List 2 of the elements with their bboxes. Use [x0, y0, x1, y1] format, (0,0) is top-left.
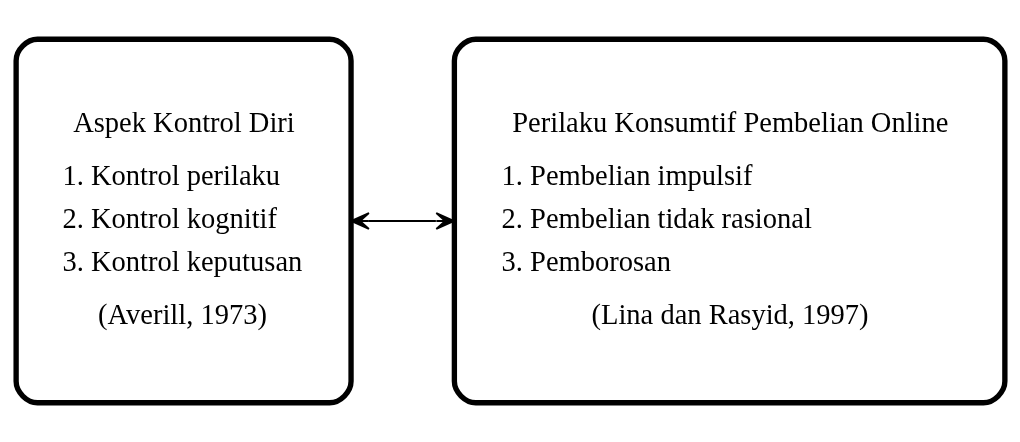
node-box: Perilaku Konsumtif Pembelian Online 1. Pembelian impulsif 2. Pembelian tidak rasional 3. Pemborosan (Lina dan Rasyid, 1997) [451, 36, 1008, 406]
node-box: Aspek Kontrol Diri 1. Kontrol perilaku 2. Kontrol kognitif 3. Kontrol keputusan (Averill, 1973) [12, 36, 354, 406]
